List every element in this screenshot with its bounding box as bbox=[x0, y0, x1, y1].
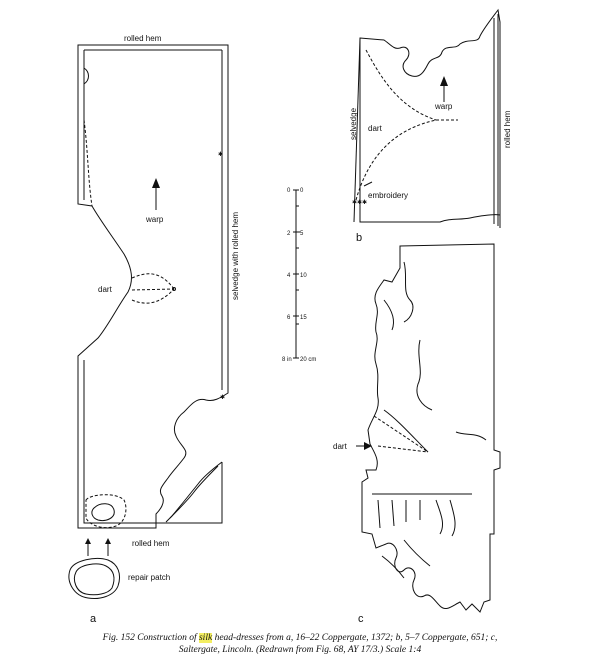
scale-in-4: 4 bbox=[287, 273, 291, 279]
dart-point bbox=[172, 287, 176, 291]
scale-in-8: 8 in bbox=[282, 357, 292, 363]
figure-b-selvedge bbox=[353, 37, 361, 223]
caption-line2: Saltergate, Lincoln. (Redrawn from Fig. … bbox=[178, 645, 422, 655]
inner-patch-dashed bbox=[85, 494, 127, 529]
figure-caption: Fig. 152 Construction of silk head-dress… bbox=[20, 632, 580, 656]
stitch-mark: ✱ bbox=[218, 151, 223, 158]
panel-letter-a: a bbox=[90, 613, 97, 625]
label-embroidery: embroidery bbox=[368, 191, 408, 200]
lower-cutout-2 bbox=[169, 465, 219, 519]
warp-arrowhead-a bbox=[152, 178, 160, 188]
figure-a-outline bbox=[77, 44, 229, 529]
scale-labels: 0 2 4 6 8 in 0 5 10 15 20 cm bbox=[282, 188, 316, 363]
label-selvedge: selvedge bbox=[349, 107, 358, 140]
dart-arrowhead-c bbox=[364, 442, 372, 450]
figure-c-inner bbox=[372, 261, 487, 579]
corner-mark bbox=[83, 67, 89, 85]
embroidery-arrow bbox=[363, 181, 373, 187]
figure-b-marks: ✱✱✱ bbox=[352, 76, 448, 206]
left-fold-dash bbox=[83, 119, 93, 207]
lower-cutout bbox=[165, 461, 223, 523]
label-rolled-hem-b: rolled hem bbox=[503, 110, 512, 148]
figure-c-dart-dashes bbox=[373, 415, 429, 453]
repair-patch bbox=[68, 557, 121, 599]
scale-cm-0: 0 bbox=[300, 188, 304, 194]
scale-in-2: 2 bbox=[287, 231, 291, 237]
label-rolled-hem-top: rolled hem bbox=[124, 34, 162, 43]
scale-cm-10: 10 bbox=[300, 273, 307, 279]
scale-cm-15: 15 bbox=[300, 315, 307, 321]
label-dart-b: dart bbox=[368, 124, 383, 133]
scale-ticks bbox=[293, 189, 300, 359]
scale-in-0: 0 bbox=[287, 188, 291, 194]
scale-in-6: 6 bbox=[287, 315, 291, 321]
scale-bar bbox=[293, 189, 300, 359]
label-warp-b: warp bbox=[434, 102, 453, 111]
figure-b-outline bbox=[359, 8, 501, 228]
label-dart-c: dart bbox=[333, 442, 348, 451]
figure-b bbox=[353, 8, 501, 228]
dart-dashes-a bbox=[131, 273, 175, 304]
warp-arrowhead-b bbox=[440, 76, 448, 86]
label-repair-patch: repair patch bbox=[128, 573, 170, 582]
scale-cm-20: 20 cm bbox=[300, 357, 316, 363]
scale-cm-5: 5 bbox=[300, 231, 304, 237]
stitch-mark-2: ✱ bbox=[220, 394, 225, 401]
label-dart-a: dart bbox=[98, 285, 113, 294]
label-warp-a: warp bbox=[145, 215, 164, 224]
figure-c-outline bbox=[361, 243, 501, 613]
panel-letter-c: c bbox=[358, 613, 364, 625]
figure-c bbox=[356, 243, 501, 613]
figure-a bbox=[68, 44, 229, 599]
figure-a-marks: ✱ ✱ bbox=[85, 151, 225, 544]
inner-patch bbox=[91, 503, 115, 521]
patch-arrow-2-head bbox=[105, 538, 111, 544]
caption-highlight: silk bbox=[198, 633, 213, 643]
embroidery-marks: ✱✱✱ bbox=[352, 199, 367, 206]
construction-drawings: ✱ ✱ rolled hem selvedge with rolled hem … bbox=[68, 8, 512, 625]
caption-line1: head-dresses from a, 16–22 Coppergate, 1… bbox=[212, 633, 498, 643]
patch-arrow-1-head bbox=[85, 538, 91, 544]
bottom-hem-inner bbox=[83, 360, 223, 524]
label-selvedge-rolled-hem: selvedge with rolled hem bbox=[231, 212, 240, 300]
caption-prefix: Fig. 152 Construction of bbox=[102, 633, 199, 643]
figure-b-dart-dashes bbox=[355, 49, 458, 201]
repair-patch-inner bbox=[73, 563, 115, 596]
label-rolled-hem-bottom: rolled hem bbox=[132, 539, 170, 548]
panel-letter-b: b bbox=[356, 232, 362, 244]
